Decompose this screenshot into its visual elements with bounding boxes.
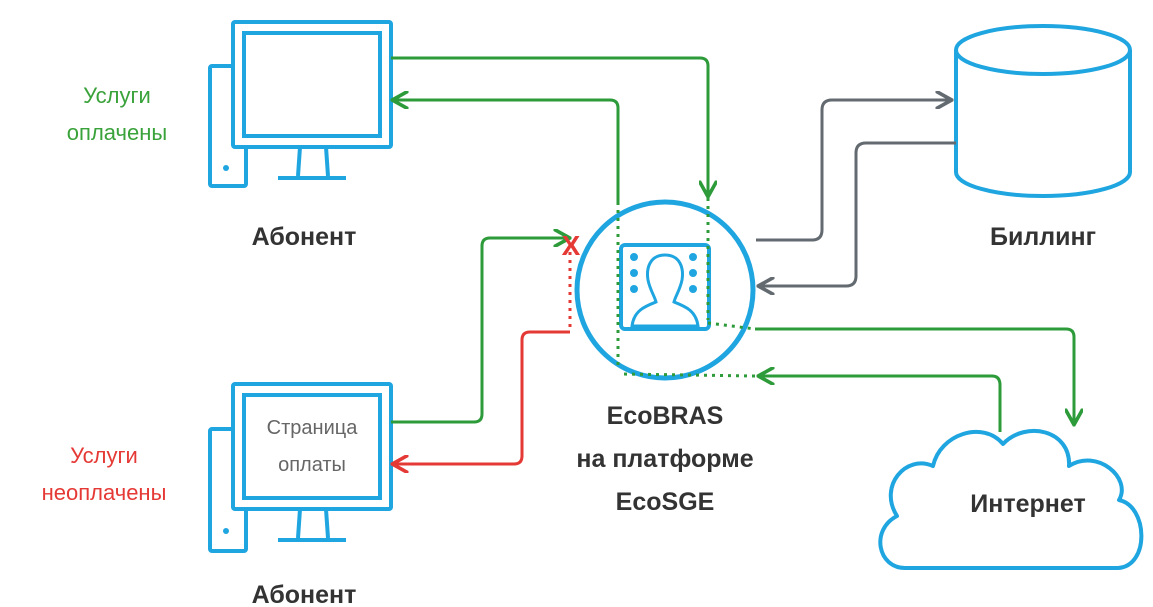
subscriber-bottom-label: Абонент [252,581,357,607]
bottom-computer-icon [208,382,393,553]
unpaid-status-line2: неоплачены [42,480,167,505]
flow-response-to-subscriber [394,100,620,202]
cloud-icon [878,428,1144,570]
billing-label: Биллинг [990,223,1096,251]
flow-blocked-request [391,238,568,424]
blocked-mark: X [562,230,581,261]
gateway-label-line2: на платформе [576,445,753,473]
payment-page-line2: оплаты [278,454,346,476]
flow-from-internet [760,376,1002,432]
flow-from-billing [760,141,956,286]
flow-redirect-to-payment [394,330,570,464]
top-computer-icon [208,20,393,188]
paid-status-line2: оплачены [67,120,167,145]
flow-request-to-gateway [391,56,708,195]
unpaid-status-line1: Услуги [70,443,138,468]
database-icon [954,24,1132,198]
paid-status-line1: Услуги [83,83,151,108]
payment-page-line1: Страница [267,417,359,439]
internet-label: Интернет [970,490,1085,518]
subscriber-top-label: Абонент [252,223,357,251]
gateway-label-line1: EcoBRAS [607,402,724,430]
gateway-label-line3: EcoSGE [616,488,715,516]
gateway-node [574,199,756,381]
flow-to-internet [755,327,1074,423]
flow-to-billing [756,100,950,242]
